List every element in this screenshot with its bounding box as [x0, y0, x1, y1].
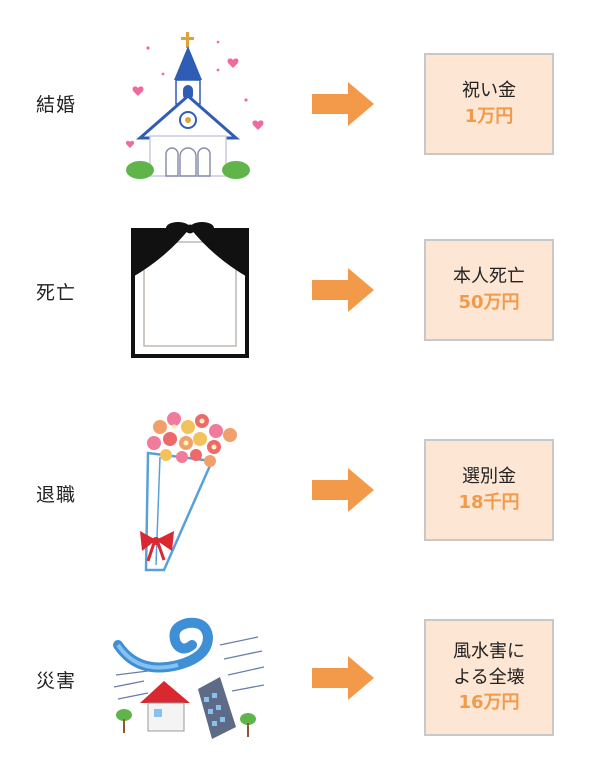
category-label: 結婚	[36, 94, 77, 116]
benefit-box: 祝い金 1万円	[424, 53, 554, 155]
benefit-title: 本人死亡	[453, 266, 525, 288]
benefit-amount: 16万円	[458, 692, 520, 714]
benefit-box: 本人死亡 50万円	[424, 239, 554, 341]
category-label: 災害	[36, 670, 77, 692]
arrow-icon	[312, 656, 374, 700]
category-label: 死亡	[36, 282, 77, 304]
benefit-title-line-2: よる全壊	[453, 666, 525, 688]
benefit-box: 風水害に よる全壊 16万円	[424, 619, 554, 736]
benefit-title-line-1: 風水害に	[453, 641, 525, 663]
arrow-icon	[312, 468, 374, 512]
benefit-amount: 50万円	[458, 292, 520, 313]
church-icon	[125, 32, 264, 179]
benefit-amount: 18千円	[458, 492, 520, 513]
category-label: 退職	[36, 484, 77, 506]
bouquet-icon	[140, 412, 237, 572]
mourning-frame-icon	[131, 222, 249, 358]
benefit-box: 選別金 18千円	[424, 439, 554, 541]
storm-icon	[113, 617, 265, 739]
benefit-title: 選別金	[462, 466, 516, 488]
arrow-icon	[312, 82, 374, 126]
benefit-amount: 1万円	[464, 106, 514, 127]
arrow-icon	[312, 268, 374, 312]
benefit-title: 祝い金	[462, 80, 516, 102]
